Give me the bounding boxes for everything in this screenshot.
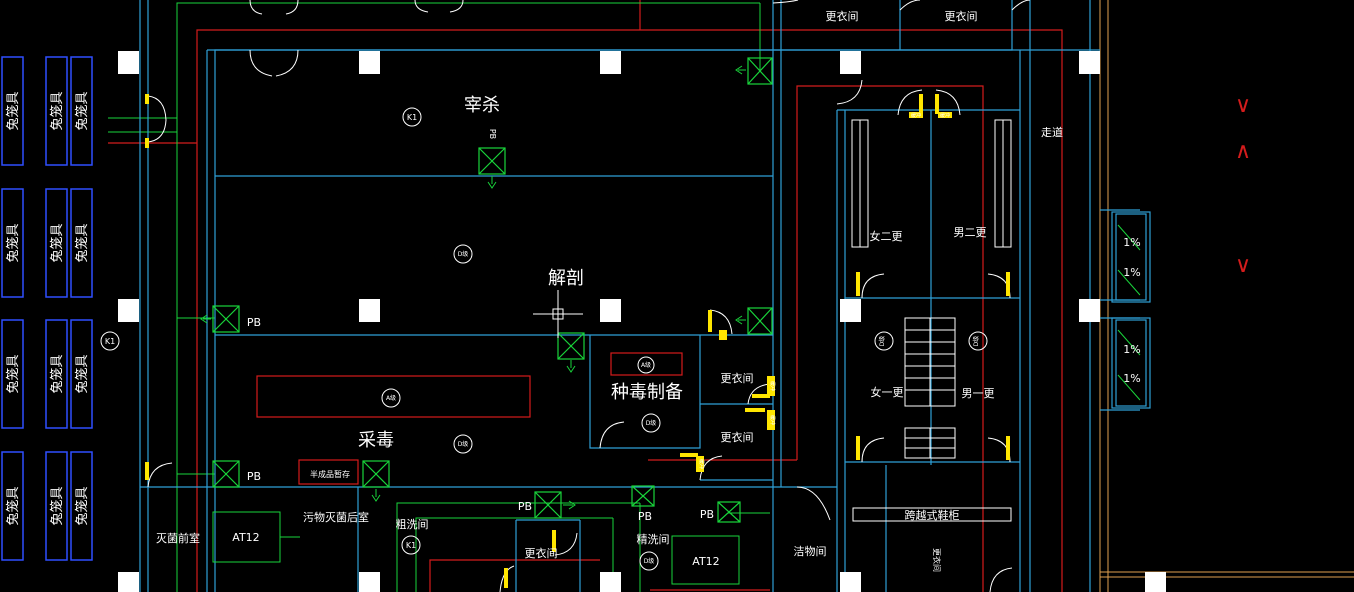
red-pipes <box>108 0 1063 592</box>
room-labels: 宰杀 解剖 采毒 种毒制备 半成品暂存 污物灭菌后室 粗洗间 精洗间 灭菌前室 … <box>156 9 1063 572</box>
room-label-dissection: 解剖 <box>548 268 584 289</box>
cage-label: 兔笼具 <box>74 486 90 525</box>
tag-buffer: 缓冲 <box>911 112 921 119</box>
tag-slope: 1% <box>1123 372 1140 385</box>
cage-label: 兔笼具 <box>49 486 65 525</box>
room-label-venom-collection: 采毒 <box>358 430 394 451</box>
tag-labels: K1 K1 K1 D级 D级 D级 D级 D级 D级 A级 A级 PB PB P… <box>105 113 1141 568</box>
doors <box>147 0 1031 592</box>
room-label-change-room: 更衣间 <box>945 9 978 23</box>
cage-label: 兔笼具 <box>74 354 90 393</box>
equipment-outlines <box>256 352 683 485</box>
tag-circles <box>100 107 988 571</box>
flow-arrows <box>200 65 746 510</box>
air-box <box>747 307 773 335</box>
gate-tags <box>696 112 952 472</box>
room-label-sterilize-front: 灭菌前室 <box>156 531 200 545</box>
tag-a-class: A级 <box>641 361 651 369</box>
room-label-change-room: 更衣间 <box>932 548 942 572</box>
columns <box>118 51 1166 592</box>
cage-label: 兔笼具 <box>74 223 90 262</box>
tag-d-class: D级 <box>458 440 469 448</box>
air-box <box>534 491 562 519</box>
tag-slope: 1% <box>1123 343 1140 356</box>
room-label-fine-wash: 精洗间 <box>637 533 670 546</box>
cage-label: 兔笼具 <box>5 486 21 525</box>
room-label-change-room: 更衣间 <box>525 546 558 560</box>
cage-blocks <box>1 56 93 561</box>
cage-label: 兔笼具 <box>74 91 90 130</box>
room-label-slaughter: 宰杀 <box>464 95 500 116</box>
tag-at12: AT12 <box>232 531 259 544</box>
room-label-corridor: 走道 <box>1041 125 1063 139</box>
cage-label: 兔笼具 <box>5 223 21 262</box>
right-gridlines <box>1099 0 1354 592</box>
tag-pb: PB <box>700 508 714 521</box>
arrow-down: ∨ <box>1235 93 1251 118</box>
gate-tag-labels: 缓冲 缓冲 缓冲 缓冲 缓冲 <box>698 112 950 469</box>
room-label-men-first: 男一更 <box>962 387 995 400</box>
tag-pb: PB <box>518 500 532 513</box>
air-box <box>212 460 240 488</box>
tag-d-class: D级 <box>644 557 655 565</box>
room-label-change-room: 更衣间 <box>826 9 859 23</box>
arrow-up: ∧ <box>1235 139 1251 164</box>
cage-labels: 兔笼具 兔笼具 兔笼具 兔笼具 兔笼具 兔笼具 兔笼具 兔笼具 兔笼具 兔笼具 … <box>5 91 90 525</box>
air-box <box>557 332 585 360</box>
room-label-waste-sterilize: 污物灭菌后室 <box>303 510 369 524</box>
red-arrows: ∨ ∧ ∨ <box>1235 93 1251 278</box>
tag-pb: PB <box>488 129 497 139</box>
room-label-cleaning: 洁物间 <box>794 544 827 558</box>
tag-d-class: D级 <box>458 250 469 258</box>
tag-a-class: A级 <box>386 394 396 402</box>
cage-label: 兔笼具 <box>49 354 65 393</box>
walls <box>139 0 1140 592</box>
room-label-strain-prep: 种毒制备 <box>611 382 683 403</box>
room-label-men-second: 男二更 <box>954 226 987 239</box>
tag-k1: K1 <box>407 113 417 122</box>
air-box <box>362 460 390 488</box>
room-label-cross-cabinet: 跨越式鞋柜 <box>905 508 960 522</box>
slope-panels <box>1111 211 1151 409</box>
tag-buffer: 缓冲 <box>940 112 950 119</box>
tag-d-class: D级 <box>972 336 980 347</box>
room-label-semi-product: 半成品暂存 <box>310 469 350 479</box>
tag-slope: 1% <box>1123 266 1140 279</box>
shoe-racks <box>851 119 1012 522</box>
cage-label: 兔笼具 <box>5 91 21 130</box>
cage-label: 兔笼具 <box>5 354 21 393</box>
air-box <box>747 57 773 85</box>
cage-label: 兔笼具 <box>49 91 65 130</box>
tag-buffer: 缓冲 <box>769 381 776 391</box>
room-label-change-room: 更衣间 <box>721 371 754 385</box>
air-box <box>212 305 240 333</box>
tag-k1: K1 <box>105 337 115 346</box>
arrow-down: ∨ <box>1235 253 1251 278</box>
air-boxes <box>212 57 773 523</box>
room-label-change-room: 更衣间 <box>721 430 754 444</box>
door-jambs <box>145 94 1010 588</box>
tag-d-class: D级 <box>878 336 886 347</box>
room-label-coarse-wash: 粗洗间 <box>396 518 429 531</box>
air-box <box>717 501 741 523</box>
tag-pb: PB <box>638 510 652 523</box>
tag-k1: K1 <box>406 541 416 550</box>
crosshair <box>533 290 583 338</box>
tag-at12: AT12 <box>692 555 719 568</box>
tag-pb: PB <box>247 470 261 483</box>
room-label-women-first: 女一更 <box>871 385 904 399</box>
tag-d-class: D级 <box>646 419 657 427</box>
air-box <box>478 147 506 175</box>
slope-arrows <box>1117 224 1141 401</box>
tag-buffer: 缓冲 <box>769 415 776 425</box>
tag-buffer: 缓冲 <box>698 459 705 469</box>
at12-units <box>212 511 740 585</box>
tag-pb: PB <box>247 316 261 329</box>
room-label-women-second: 女二更 <box>870 229 903 243</box>
tag-slope: 1% <box>1123 236 1140 249</box>
cage-label: 兔笼具 <box>49 223 65 262</box>
air-box <box>631 485 655 507</box>
